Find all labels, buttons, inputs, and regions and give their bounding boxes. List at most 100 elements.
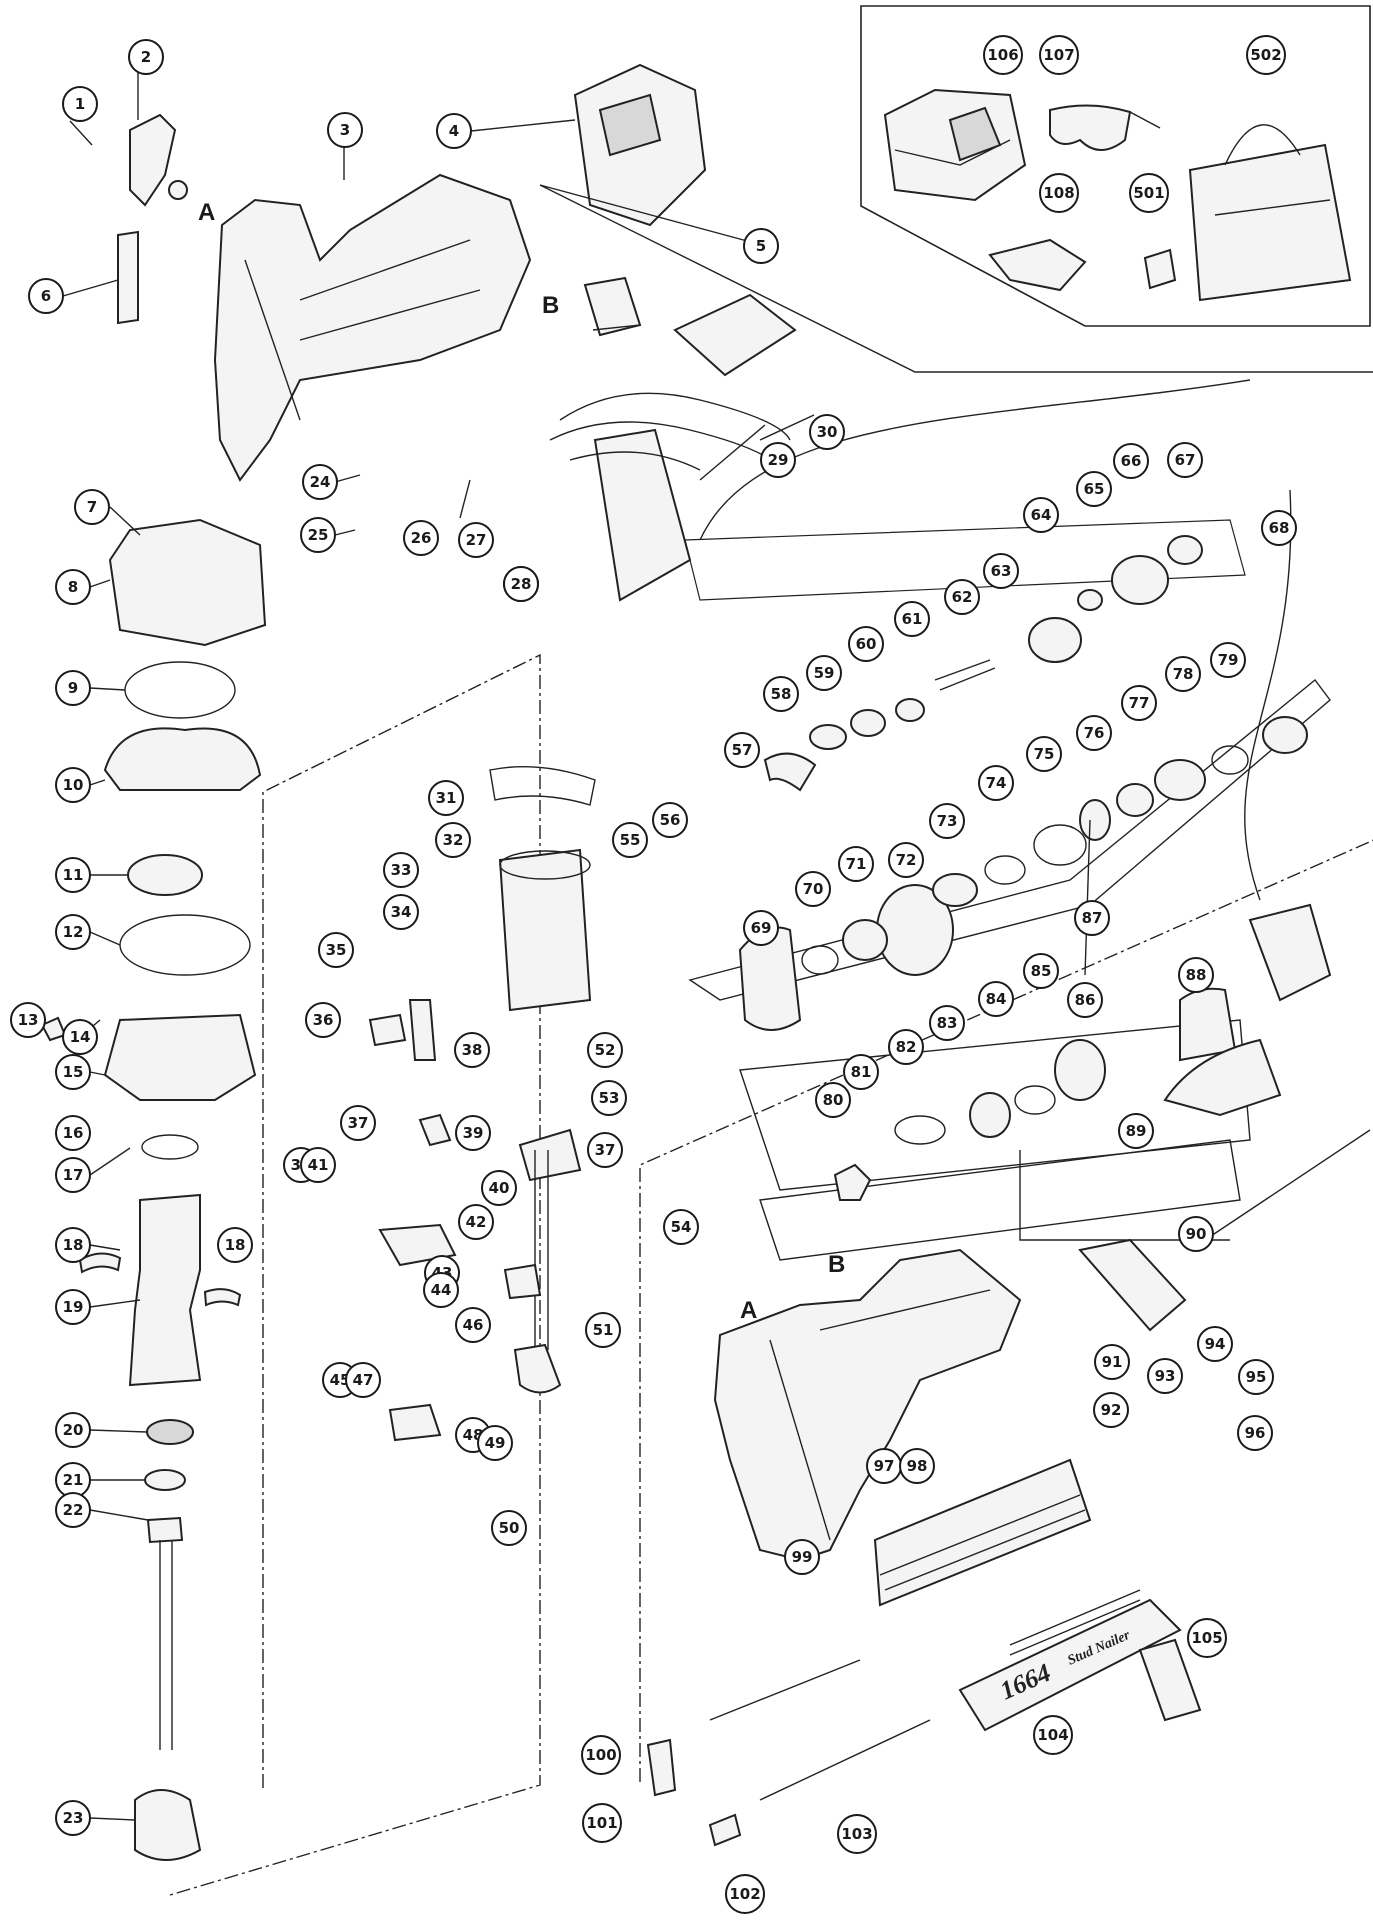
callout-501: 501: [1129, 173, 1169, 213]
callout-12: 12: [55, 914, 91, 950]
callout-number: 85: [1031, 962, 1052, 980]
callout-number: 5: [756, 237, 766, 255]
callout-41: 41: [300, 1147, 336, 1183]
callout-73: 73: [929, 803, 965, 839]
callout-18: 18: [217, 1227, 253, 1263]
callout-35: 35: [318, 932, 354, 968]
callout-58: 58: [763, 676, 799, 712]
callout-86: 86: [1067, 982, 1103, 1018]
callout-number: 77: [1129, 694, 1150, 712]
callout-92: 92: [1093, 1392, 1129, 1428]
callout-number: 12: [63, 923, 84, 941]
callout-77: 77: [1121, 685, 1157, 721]
callout-number: 64: [1031, 506, 1052, 524]
callout-99: 99: [784, 1539, 820, 1575]
callout-number: 11: [63, 866, 84, 884]
callout-68: 68: [1261, 510, 1297, 546]
pusher-assembly-drawing: [646, 1589, 1202, 1847]
callout-80: 80: [815, 1082, 851, 1118]
callout-number: 26: [411, 529, 432, 547]
callout-13: 13: [10, 1002, 46, 1038]
assembly-letter-a-top: A: [198, 199, 215, 226]
callout-76: 76: [1076, 715, 1112, 751]
callout-29: 29: [760, 442, 796, 478]
callout-56: 56: [652, 802, 688, 838]
callout-number: 31: [436, 789, 457, 807]
control-board-drawing: [673, 293, 797, 377]
callout-91: 91: [1094, 1344, 1130, 1380]
callout-53: 53: [591, 1080, 627, 1116]
callout-number: 17: [63, 1166, 84, 1184]
callout-number: 41: [308, 1156, 329, 1174]
callout-49: 49: [477, 1425, 513, 1461]
callout-31: 31: [428, 780, 464, 816]
callout-number: 89: [1126, 1122, 1147, 1140]
callout-36: 36: [305, 1002, 341, 1038]
battery-charger-drawing: [883, 88, 1027, 202]
callout-number: 29: [768, 451, 789, 469]
magazine-rail-drawing: [873, 1458, 1092, 1607]
callout-number: 49: [485, 1434, 506, 1452]
callout-number: 13: [18, 1011, 39, 1029]
callout-20: 20: [55, 1412, 91, 1448]
callout-64: 64: [1023, 497, 1059, 533]
callout-94: 94: [1197, 1326, 1233, 1362]
callout-65: 65: [1076, 471, 1112, 507]
callout-34: 34: [383, 894, 419, 930]
callout-number: 53: [599, 1089, 620, 1107]
callout-17: 17: [55, 1157, 91, 1193]
callout-89: 89: [1118, 1113, 1154, 1149]
callout-number: 25: [308, 526, 329, 544]
callout-8: 8: [55, 569, 91, 605]
callout-number: 101: [586, 1814, 617, 1832]
cylinder-stack-drawing: [40, 518, 267, 1861]
tool-body-drawing: [713, 1248, 1022, 1562]
callout-46: 46: [455, 1307, 491, 1343]
callout-6: 6: [28, 278, 64, 314]
callout-502: 502: [1246, 35, 1286, 75]
callout-number: 35: [326, 941, 347, 959]
callout-number: 92: [1101, 1401, 1122, 1419]
callout-number: 99: [792, 1548, 813, 1566]
callout-number: 30: [817, 423, 838, 441]
callout-number: 44: [431, 1281, 452, 1299]
callout-number: 33: [391, 861, 412, 879]
callout-57: 57: [724, 732, 760, 768]
callout-104: 104: [1033, 1715, 1073, 1755]
callout-107: 107: [1039, 35, 1079, 75]
callout-71: 71: [838, 846, 874, 882]
callout-81: 81: [843, 1054, 879, 1090]
callout-number: 40: [489, 1179, 510, 1197]
callout-number: 501: [1133, 184, 1164, 202]
callout-number: 3: [340, 121, 350, 139]
callout-number: 100: [585, 1746, 616, 1764]
callout-number: 42: [466, 1213, 487, 1231]
callout-number: 70: [803, 880, 824, 898]
callout-number: 27: [466, 531, 487, 549]
callout-9: 9: [55, 670, 91, 706]
callout-number: 86: [1075, 991, 1096, 1009]
callout-59: 59: [806, 655, 842, 691]
callout-number: 4: [449, 122, 459, 140]
callout-number: 73: [937, 812, 958, 830]
callout-number: 502: [1250, 46, 1281, 64]
callout-69: 69: [743, 910, 779, 946]
callout-number: 56: [660, 811, 681, 829]
gear-motor-drawing: [738, 535, 1332, 1201]
callout-number: 95: [1246, 1368, 1267, 1386]
callout-number: 83: [937, 1014, 958, 1032]
callout-number: 47: [353, 1371, 374, 1389]
callout-26: 26: [403, 520, 439, 556]
callout-number: 66: [1121, 452, 1142, 470]
callout-70: 70: [795, 871, 831, 907]
callout-10: 10: [55, 767, 91, 803]
tool-bag-drawing: [1188, 124, 1352, 302]
housing-half-drawing: [213, 173, 532, 482]
callout-number: 98: [907, 1457, 928, 1475]
callout-50: 50: [491, 1510, 527, 1546]
callout-103: 103: [837, 1814, 877, 1854]
callout-4: 4: [436, 113, 472, 149]
bit-holder-drawing: [1143, 248, 1177, 290]
callout-61: 61: [894, 601, 930, 637]
